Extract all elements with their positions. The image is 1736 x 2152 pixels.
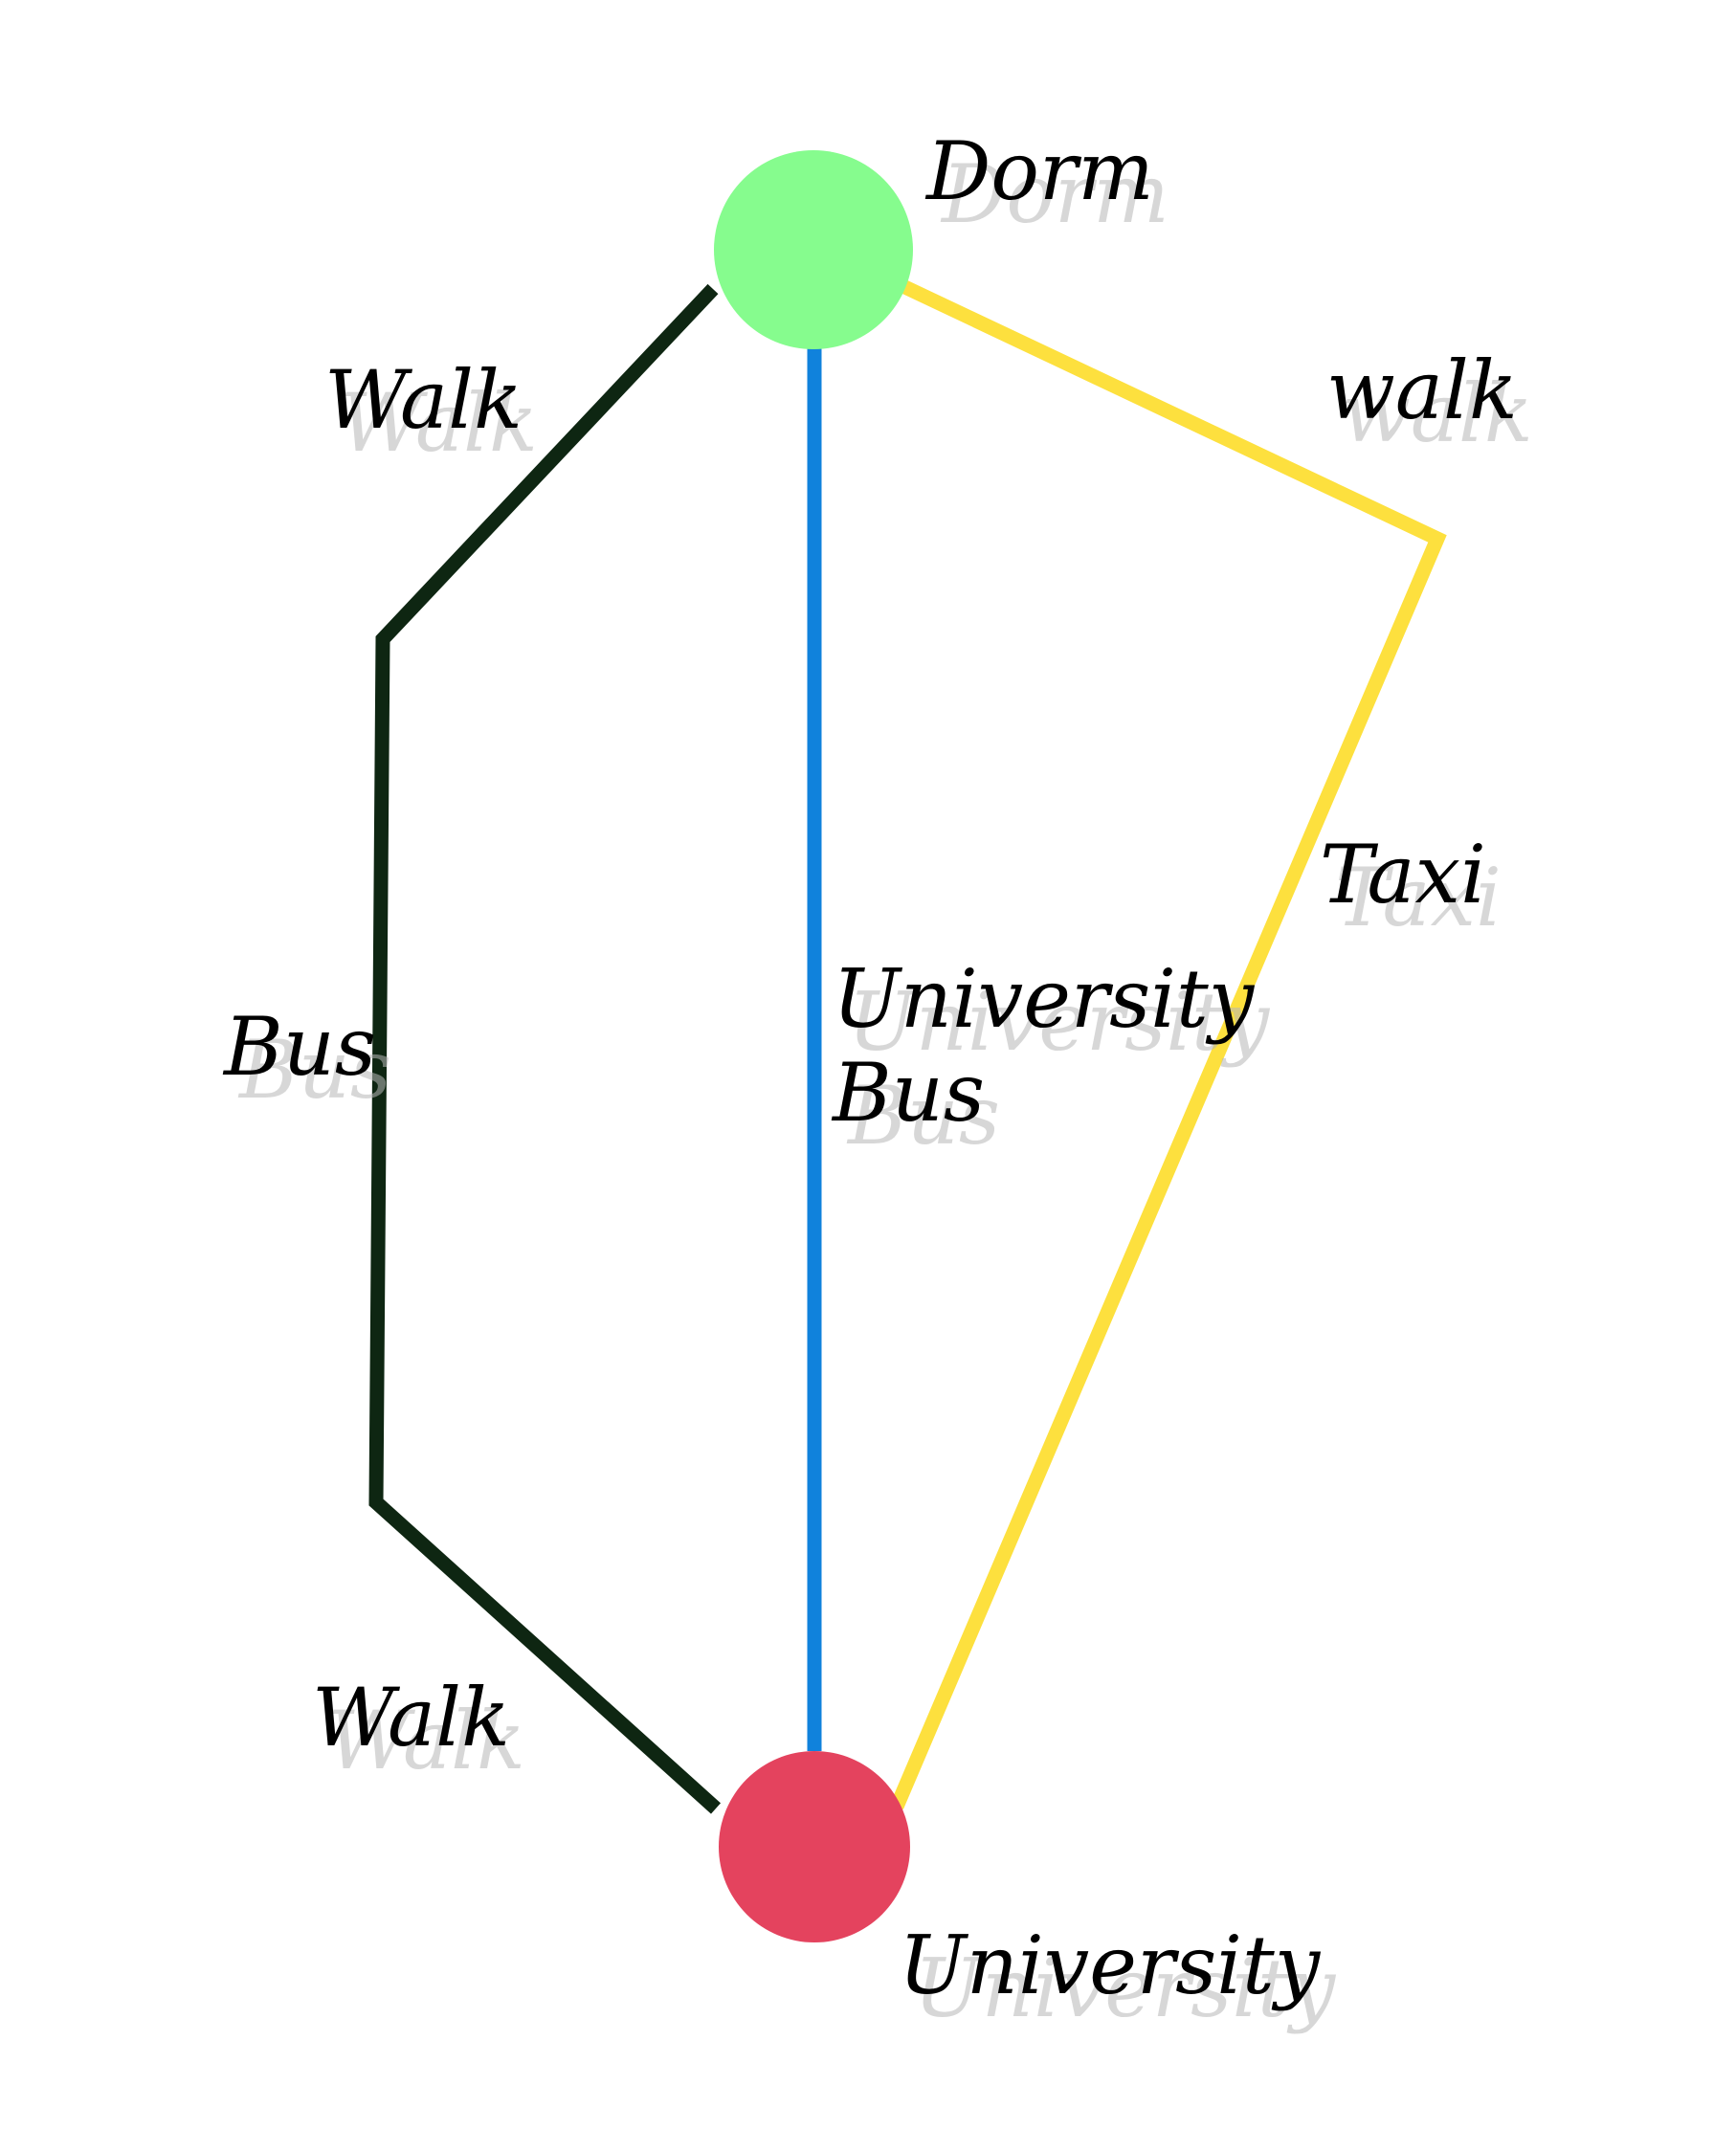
label-dorm: Dorm Dorm — [924, 124, 1169, 241]
label-left-bus-text: Bus — [222, 1000, 376, 1094]
label-right-top-walk-shadow: walk — [1342, 366, 1533, 460]
label-right-taxi-shadow: Taxi — [1335, 851, 1502, 944]
label-right-taxi-text: Taxi — [1320, 828, 1486, 921]
label-left-bus-shadow: Bus — [237, 1023, 391, 1117]
label-center-line1-text: University — [833, 952, 1256, 1046]
label-dorm-text: Dorm — [924, 124, 1154, 218]
label-left-bottom-walk: Walk Walk — [312, 1671, 525, 1787]
node-dorm — [714, 150, 913, 349]
label-left-top-walk-text: Walk — [324, 353, 523, 447]
label-center-line1-shadow: University — [848, 975, 1271, 1069]
label-center-line2-shadow: Bus — [846, 1069, 1000, 1163]
node-university — [719, 1751, 910, 1942]
label-left-bottom-walk-shadow: Walk — [327, 1694, 525, 1787]
label-university: University University — [899, 1919, 1337, 2035]
label-center-university-bus: University University Bus Bus — [831, 952, 1271, 1163]
label-left-top-walk: Walk Walk — [324, 353, 538, 470]
label-right-top-walk: walk walk — [1326, 344, 1533, 460]
label-university-text: University — [899, 1919, 1322, 2012]
route-right-walk-taxi — [890, 276, 1447, 1809]
label-right-top-walk-text: walk — [1326, 344, 1518, 437]
label-dorm-shadow: Dorm — [940, 147, 1169, 241]
label-center-line2-text: Bus — [831, 1046, 985, 1140]
label-right-taxi: Taxi Taxi — [1320, 828, 1502, 944]
label-left-bus: Bus Bus — [222, 1000, 391, 1117]
label-left-top-walk-shadow: Walk — [340, 376, 538, 470]
label-university-shadow: University — [914, 1941, 1337, 2035]
label-left-bottom-walk-text: Walk — [312, 1671, 510, 1764]
route-left-walk-bus-walk — [368, 283, 722, 1814]
